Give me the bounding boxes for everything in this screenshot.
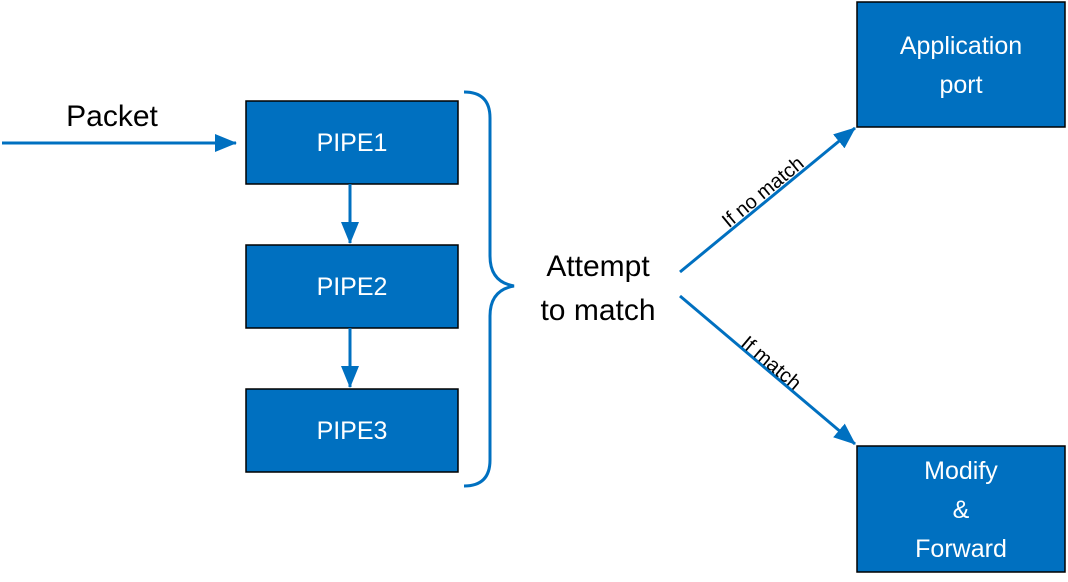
modify-forward-line2: &	[953, 496, 970, 524]
no-match-label: If no match	[718, 152, 808, 232]
packet-label: Packet	[66, 100, 158, 133]
pipe-box-1: PIPE1	[245, 100, 459, 185]
pipe-label-1: PIPE1	[317, 129, 388, 157]
pipe-label-3: PIPE3	[317, 417, 388, 445]
match-arrow	[679, 294, 856, 446]
pipe-box-2: PIPE2	[245, 244, 459, 329]
modify-forward-line1: Modify	[924, 457, 998, 485]
modify-forward-box: Modify & Forward	[856, 445, 1066, 573]
curly-brace	[463, 90, 515, 488]
modify-forward-line3: Forward	[915, 535, 1007, 563]
application-port-line1: Application	[900, 32, 1022, 60]
attempt-label-line2: to match	[540, 294, 655, 327]
application-port-box: Application port	[856, 1, 1066, 128]
application-port-line2: port	[939, 71, 982, 99]
match-label: If match	[737, 332, 806, 395]
no-match-arrow	[679, 126, 856, 274]
pipe-box-3: PIPE3	[245, 388, 459, 473]
attempt-label-line1: Attempt	[546, 250, 650, 283]
pipe-label-2: PIPE2	[317, 273, 388, 301]
